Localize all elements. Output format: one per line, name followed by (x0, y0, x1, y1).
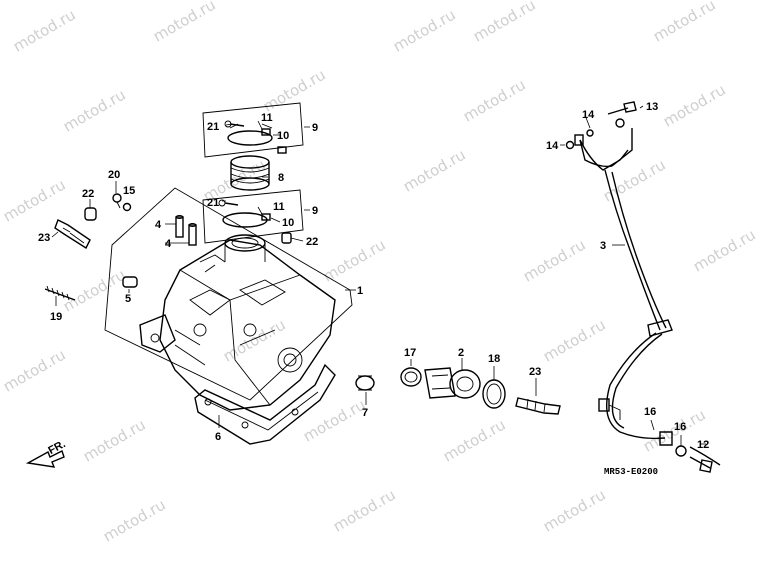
sealing-cap-22[interactable] (84, 207, 97, 221)
callout-11-lower: 11 (273, 201, 285, 213)
stud-bolt-19[interactable] (44, 285, 76, 301)
callout-23-right: 23 (529, 366, 541, 378)
spark-plug-right[interactable] (515, 397, 561, 415)
callout-18: 18 (488, 353, 500, 365)
callout-14-left: 14 (546, 140, 559, 152)
callout-4b: 4 (165, 238, 172, 250)
callout-19: 19 (50, 311, 62, 323)
callout-23-left: 23 (38, 232, 50, 244)
spark-plug-left[interactable] (54, 219, 91, 250)
callout-20: 20 (108, 169, 120, 181)
diagram-code: MR53-E0200 (604, 467, 658, 477)
o-ring-18[interactable] (482, 379, 506, 409)
callout-16-b: 16 (674, 421, 686, 433)
callout-17: 17 (404, 347, 416, 359)
callout-6: 6 (215, 431, 221, 443)
callout-1: 1 (357, 285, 363, 297)
terminal-14-top[interactable] (586, 129, 594, 137)
callout-7: 7 (362, 407, 368, 419)
front-marker-label: FR. (46, 438, 67, 457)
callout-9-lower: 9 (312, 205, 318, 217)
bolt-12[interactable] (689, 456, 713, 473)
cylinder-head[interactable] (104, 187, 353, 411)
callout-21-upper: 21 (207, 121, 219, 133)
callout-21-lower: 21 (207, 197, 219, 209)
callout-12: 12 (697, 439, 709, 451)
callout-3: 3 (600, 240, 606, 252)
clip-16-b[interactable] (675, 445, 687, 457)
callout-4a: 4 (155, 219, 162, 231)
water-joint-2[interactable] (424, 367, 481, 399)
callout-10-lower: 10 (282, 217, 294, 229)
front-arrow-icon (25, 450, 65, 468)
bolt-20[interactable] (112, 193, 122, 209)
callout-11-upper: 11 (261, 112, 273, 124)
callout-10-upper: 10 (277, 130, 289, 142)
valve-guides[interactable] (175, 215, 197, 246)
band-clamp-kit-upper[interactable] (202, 102, 304, 158)
terminal-14-left[interactable] (565, 140, 575, 150)
callout-16-a: 16 (644, 406, 656, 418)
o-ring-17[interactable] (400, 367, 422, 387)
carburetor-insulator[interactable] (230, 155, 270, 191)
callout-22-right: 22 (306, 236, 318, 248)
callout-8: 8 (278, 172, 284, 184)
washer-15[interactable] (122, 202, 132, 212)
part-number-labels: 1 2 3 4 4 5 6 7 8 9 9 10 10 11 11 12 13 … (38, 101, 709, 451)
leader-lines (51, 105, 706, 446)
seal-cap-7[interactable] (355, 375, 375, 391)
callout-13: 13 (646, 101, 658, 113)
cylinder-head-gasket[interactable] (194, 363, 336, 445)
clip-16-a[interactable] (659, 431, 673, 446)
callout-15: 15 (123, 185, 135, 197)
dowel-pin[interactable] (122, 276, 138, 288)
callout-22-left: 22 (82, 188, 94, 200)
callout-14-top: 14 (582, 109, 595, 121)
callout-9-upper: 9 (312, 122, 318, 134)
callout-2: 2 (458, 347, 464, 359)
wire-harness[interactable] (574, 118, 721, 466)
callout-5: 5 (125, 293, 131, 305)
bolt-13[interactable] (607, 101, 637, 115)
